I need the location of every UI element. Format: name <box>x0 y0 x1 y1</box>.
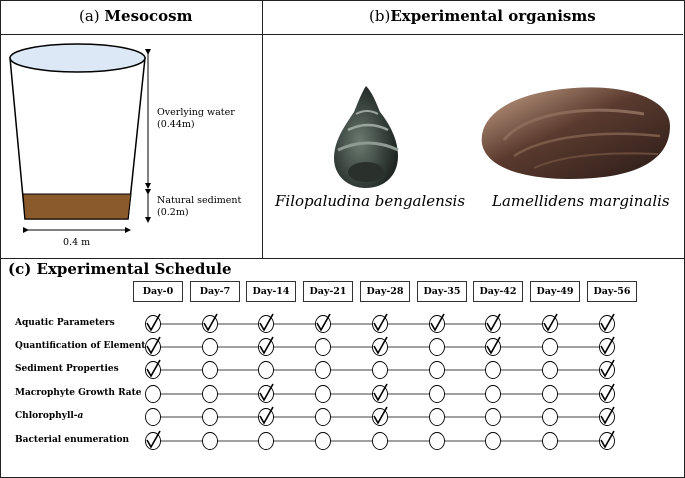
row-label: Aquatic Parameters <box>15 318 115 328</box>
water-label: Overlying water (0.44m) <box>157 107 235 130</box>
day-header: Day-35 <box>417 281 467 302</box>
width-label: 0.4 m <box>63 237 91 248</box>
day-header: Day-42 <box>473 281 523 302</box>
row-label: Chlorophyll-a <box>15 411 84 421</box>
snail-image <box>334 86 399 188</box>
header-row-divider <box>0 0 683 35</box>
panel-a-title: (a) Mesocosm <box>79 7 193 25</box>
day-header: Day-0 <box>133 281 183 302</box>
day-header: Day-21 <box>303 281 353 302</box>
row-label: Sediment Properties <box>15 364 119 374</box>
day-header: Day-28 <box>360 281 410 302</box>
row-label: Bacterial enumeration <box>15 435 130 445</box>
mesocosm-diagram <box>9 43 151 233</box>
day-header: Day-56 <box>587 281 637 302</box>
row-label: Macrophyte Growth Rate <box>15 388 142 398</box>
row-label: Quantification of Elements <box>15 341 151 351</box>
species-1-label: Filopaludina bengalensis <box>275 192 466 210</box>
species-2-label: Lamellidens marginalis <box>492 192 670 210</box>
water-surface <box>9 43 146 73</box>
panel-divider-horizontal <box>0 258 685 259</box>
day-header: Day-7 <box>190 281 240 302</box>
day-header: Day-14 <box>246 281 296 302</box>
sediment-label: Natural sediment (0.2m) <box>157 195 242 218</box>
panel-b-title: (b)Experimental organisms <box>369 7 596 25</box>
mussel-image <box>481 87 670 179</box>
sediment-layer <box>22 193 132 220</box>
day-header: Day-49 <box>530 281 580 302</box>
panel-divider-vertical <box>262 0 263 258</box>
panel-c-title: (c) Experimental Schedule <box>8 260 232 278</box>
